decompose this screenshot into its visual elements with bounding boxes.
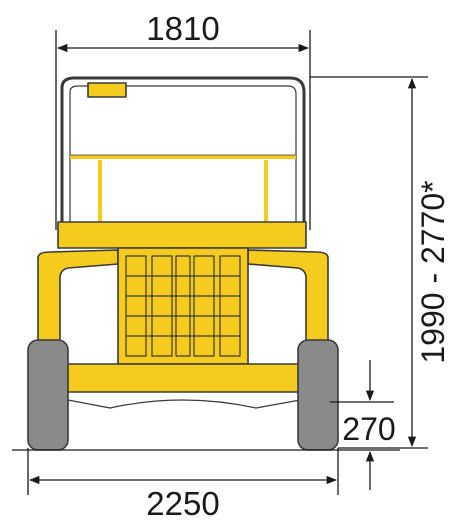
dimension-lines	[12, 30, 428, 495]
top-width-label: 1810	[146, 10, 219, 47]
machine	[27, 76, 339, 451]
guard-rail-inner	[69, 85, 297, 222]
undercarriage	[67, 399, 301, 409]
chassis-right-panel	[247, 249, 329, 369]
rail-warning-plate	[87, 82, 127, 98]
scissor-stack	[117, 247, 249, 365]
guard-rail	[60, 76, 306, 222]
scissor-links	[125, 255, 241, 357]
bottom-width-label: 2250	[146, 485, 219, 522]
tire-right	[297, 339, 339, 451]
front-bumper	[55, 363, 313, 393]
height-range-label: 1990 - 2770*	[415, 180, 451, 363]
tire-left	[27, 339, 69, 451]
platform-deck	[57, 221, 307, 249]
chassis-left-panel	[37, 249, 119, 369]
ground-clearance-label: 270	[342, 411, 395, 447]
